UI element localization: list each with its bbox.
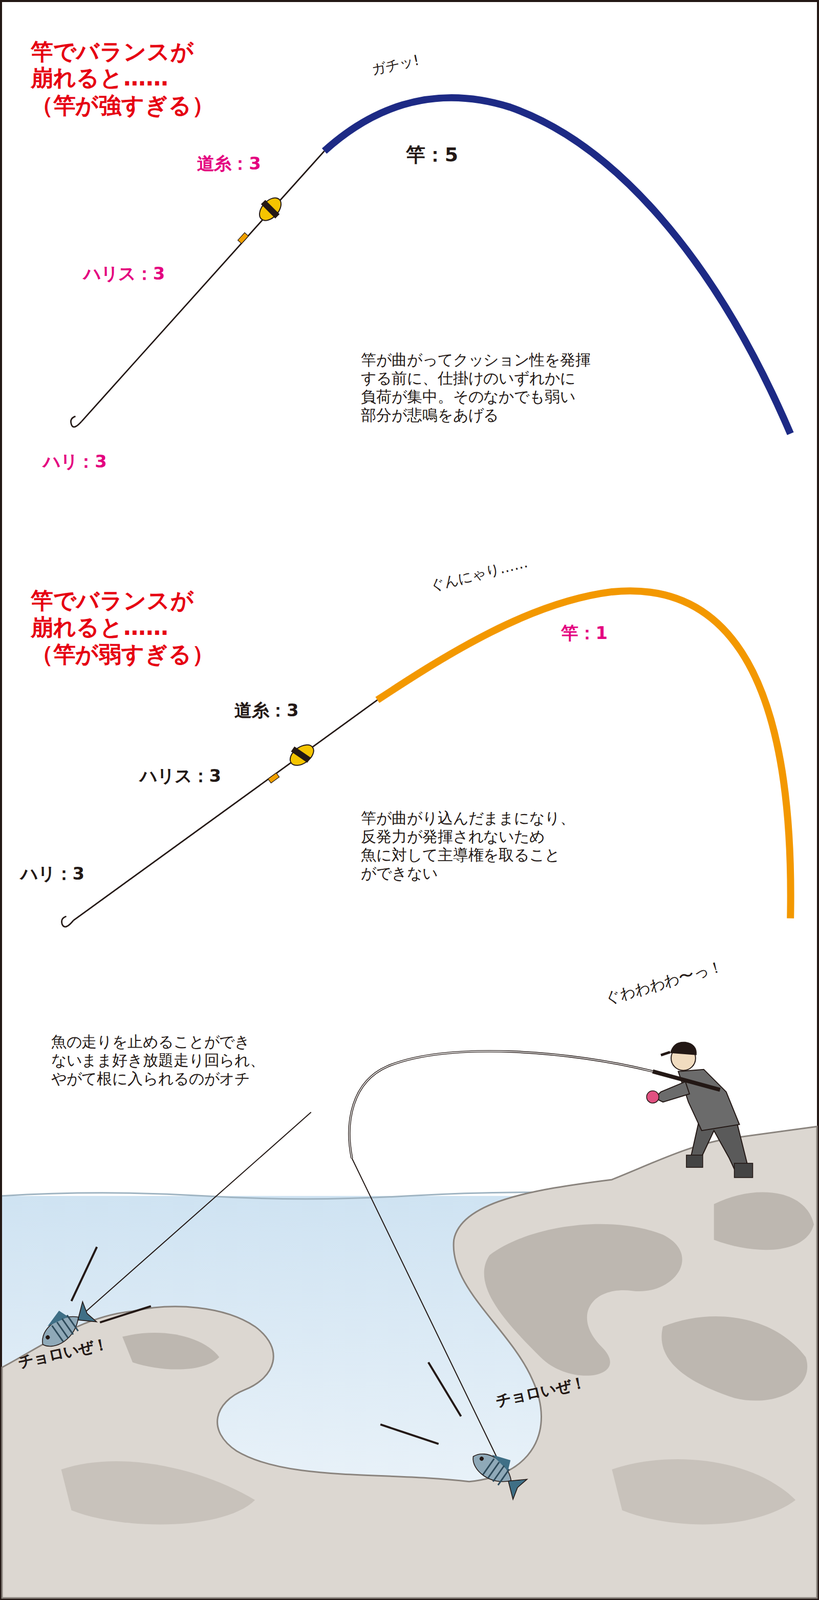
section-heading: 竿でバランスが 崩れると…… （竿が強すぎる） (30, 38, 215, 120)
swivel (238, 232, 249, 244)
rock-shade (61, 1460, 256, 1525)
rock-shade (122, 1332, 220, 1370)
rod-butt (652, 1071, 721, 1090)
rock-shade (484, 1223, 683, 1376)
sound-effect: ぐわわわわ〜っ！ (602, 956, 726, 1008)
cap (670, 1041, 697, 1055)
scene (2, 1041, 817, 1598)
label: 竿が曲がってクッション性を発揮 する前に、仕掛けのいずれかに 負荷が集中。そのな… (360, 351, 591, 425)
float (286, 740, 318, 770)
label: 竿：5 (405, 142, 459, 166)
label: 竿：1 (561, 622, 608, 644)
label: 道糸：3 (197, 153, 262, 175)
line (73, 1111, 311, 1323)
cap-brim (660, 1051, 671, 1055)
sound-effect: ガチッ! (369, 51, 421, 79)
label: 魚の走りを止めることができ ないまま好き放題走り回られ、 やがて根に入られるのが… (51, 1032, 266, 1088)
arm (654, 1081, 690, 1103)
rod (324, 97, 791, 434)
motion-strokes (71, 1246, 461, 1444)
label: ハリ：3 (42, 450, 107, 472)
section-heading: 竿でバランスが 崩れると…… （竿が弱すぎる） (30, 587, 215, 669)
rod (377, 590, 791, 919)
label: 竿が曲がり込んだままになり、 反発力が発揮されないため 魚に対して主導権を取るこ… (360, 808, 575, 882)
float-top (263, 202, 278, 217)
hook (61, 916, 74, 927)
rod-highlight (349, 1050, 654, 1158)
weak-rod-figure (61, 590, 791, 927)
angler (646, 1041, 753, 1178)
hook (70, 416, 82, 427)
label: ハリス：3 (139, 765, 222, 787)
swivel (268, 772, 280, 784)
sound-effect: ぐんにゃり…… (428, 553, 530, 595)
rock-shade (714, 1191, 814, 1250)
line (351, 1157, 498, 1459)
float (255, 194, 286, 225)
line (73, 699, 378, 920)
body (678, 1069, 740, 1131)
boot (686, 1154, 703, 1168)
float-top (292, 748, 310, 761)
rock (2, 1126, 817, 1598)
line (81, 151, 325, 422)
fish (466, 1440, 531, 1499)
label: 道糸：3 (234, 699, 299, 721)
rock-shade (612, 1458, 796, 1524)
label: ハリス：3 (83, 263, 165, 285)
boot (734, 1162, 753, 1178)
reel (646, 1090, 659, 1104)
rock-shade (661, 1316, 808, 1401)
rod (349, 1050, 654, 1158)
strong-rod-figure (70, 97, 791, 434)
label: ハリ：3 (20, 863, 85, 885)
